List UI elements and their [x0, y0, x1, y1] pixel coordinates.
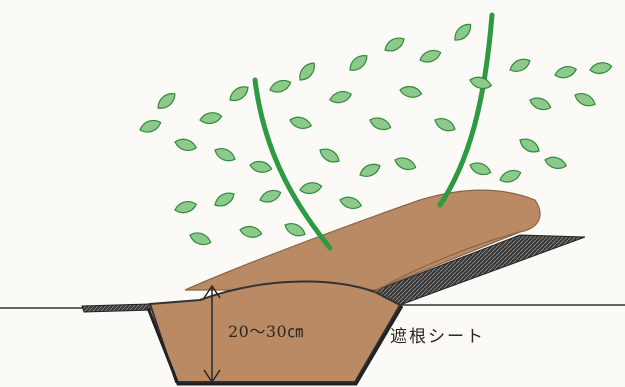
- potato-plant-foliage: [138, 21, 612, 248]
- soil-ridge-top: [185, 190, 540, 290]
- root-barrier-sheet-label: 遮根シート: [390, 322, 485, 347]
- depth-label: 20〜30㎝: [228, 318, 304, 342]
- root-barrier-sheet-lip: [82, 304, 152, 312]
